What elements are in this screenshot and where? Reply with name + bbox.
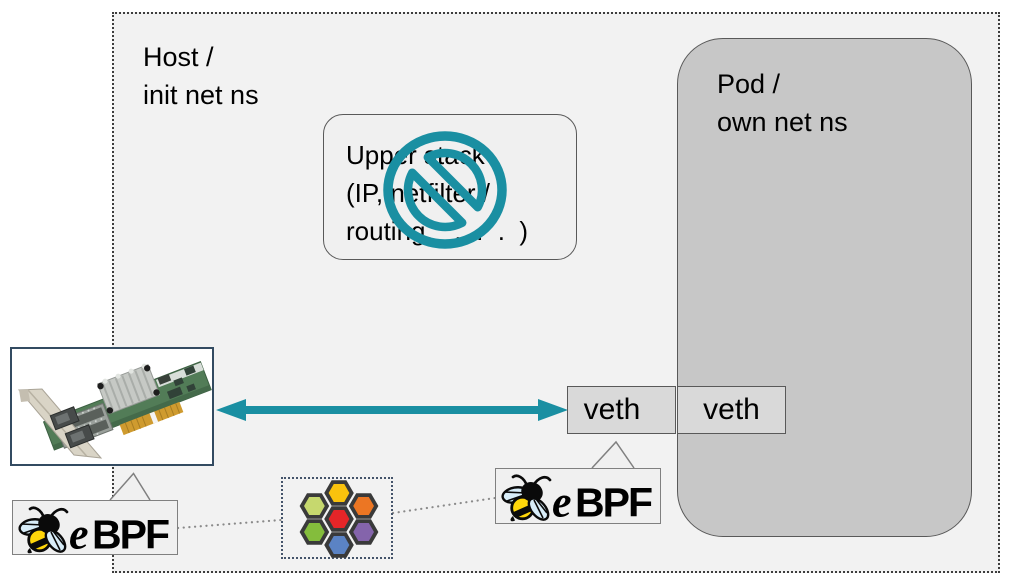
svg-text:BPF: BPF: [92, 512, 169, 555]
svg-text:BPF: BPF: [575, 480, 652, 523]
svg-text:e: e: [552, 478, 572, 523]
svg-text:e: e: [69, 510, 89, 555]
